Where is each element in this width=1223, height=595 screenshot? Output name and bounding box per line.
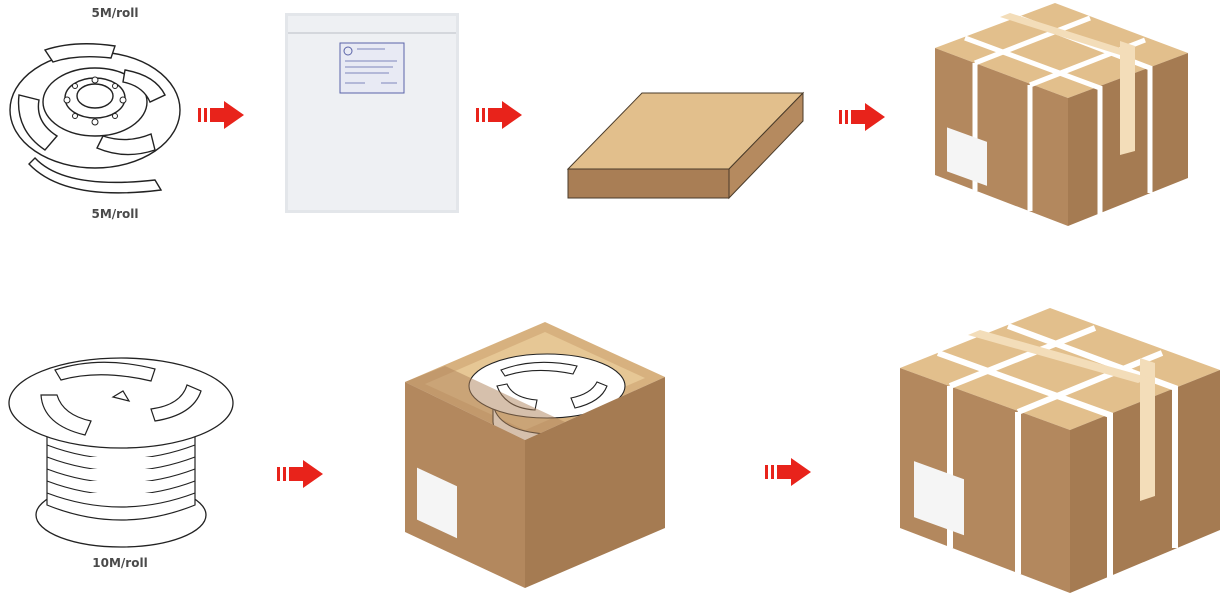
arrow-right-icon <box>839 103 885 131</box>
open-box-icon <box>405 322 667 590</box>
large-reel-icon <box>5 355 237 550</box>
row1-bottom-label: 5M/roll <box>55 207 175 221</box>
flat-box-icon <box>565 88 810 203</box>
row2-label: 10M/roll <box>60 556 180 570</box>
arrow-right-icon <box>765 458 811 486</box>
arrow-right-icon <box>277 460 323 488</box>
row1-top-label: 5M/roll <box>55 6 175 20</box>
arrow-right-icon <box>198 101 244 129</box>
carton-box-icon <box>900 308 1222 595</box>
arrow-right-icon <box>476 101 522 129</box>
carton-box-icon <box>935 3 1190 228</box>
reel-icon <box>5 40 185 200</box>
poly-bag-icon <box>285 13 459 213</box>
